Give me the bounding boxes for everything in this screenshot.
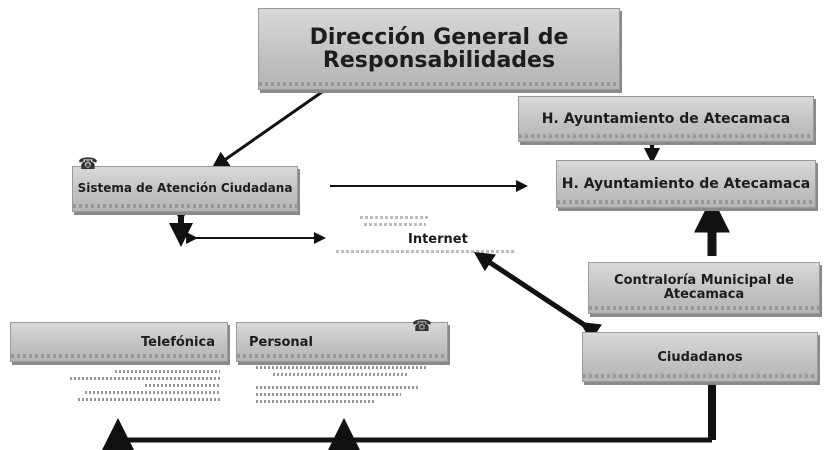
ayuntamiento-box-2: H. Ayuntamiento de Atecamaca bbox=[556, 160, 816, 208]
contraloria-label: Contraloría Municipal de Atecamaca bbox=[614, 272, 794, 302]
telefonica-label: Telefónica bbox=[140, 334, 215, 350]
arrow-dgr-to-sistema bbox=[211, 90, 323, 170]
telefonica-details bbox=[70, 370, 220, 405]
phone-icon: ☎ bbox=[78, 154, 98, 173]
ayuntamiento-label-1: H. Ayuntamiento de Atecamaca bbox=[541, 110, 791, 127]
internet-label: Internet bbox=[408, 232, 468, 247]
contraloria-box: Contraloría Municipal de Atecamaca bbox=[588, 262, 820, 314]
personal-details bbox=[256, 366, 426, 407]
ciudadanos-box: Ciudadanos bbox=[582, 332, 818, 382]
ayuntamiento-box-1: H. Ayuntamiento de Atecamaca bbox=[518, 96, 814, 142]
personal-label: Personal bbox=[249, 334, 313, 350]
telefonica-box: Telefónica bbox=[10, 322, 228, 362]
dgr-label: Dirección General de Responsabilidades bbox=[309, 24, 569, 73]
dgr-box: Dirección General de Responsabilidades bbox=[258, 8, 620, 90]
phone-icon: ☎ bbox=[412, 316, 432, 335]
sistema-box: Sistema de Atención Ciudadana bbox=[72, 166, 298, 212]
ciudadanos-label: Ciudadanos bbox=[657, 349, 743, 365]
internet-node: Internet bbox=[330, 214, 530, 256]
arrow-ciudadanos-internet bbox=[473, 251, 602, 342]
personal-box: Personal bbox=[236, 322, 448, 362]
sistema-label: Sistema de Atención Ciudadana bbox=[77, 181, 293, 196]
ayuntamiento-label-2: H. Ayuntamiento de Atecamaca bbox=[561, 175, 811, 192]
